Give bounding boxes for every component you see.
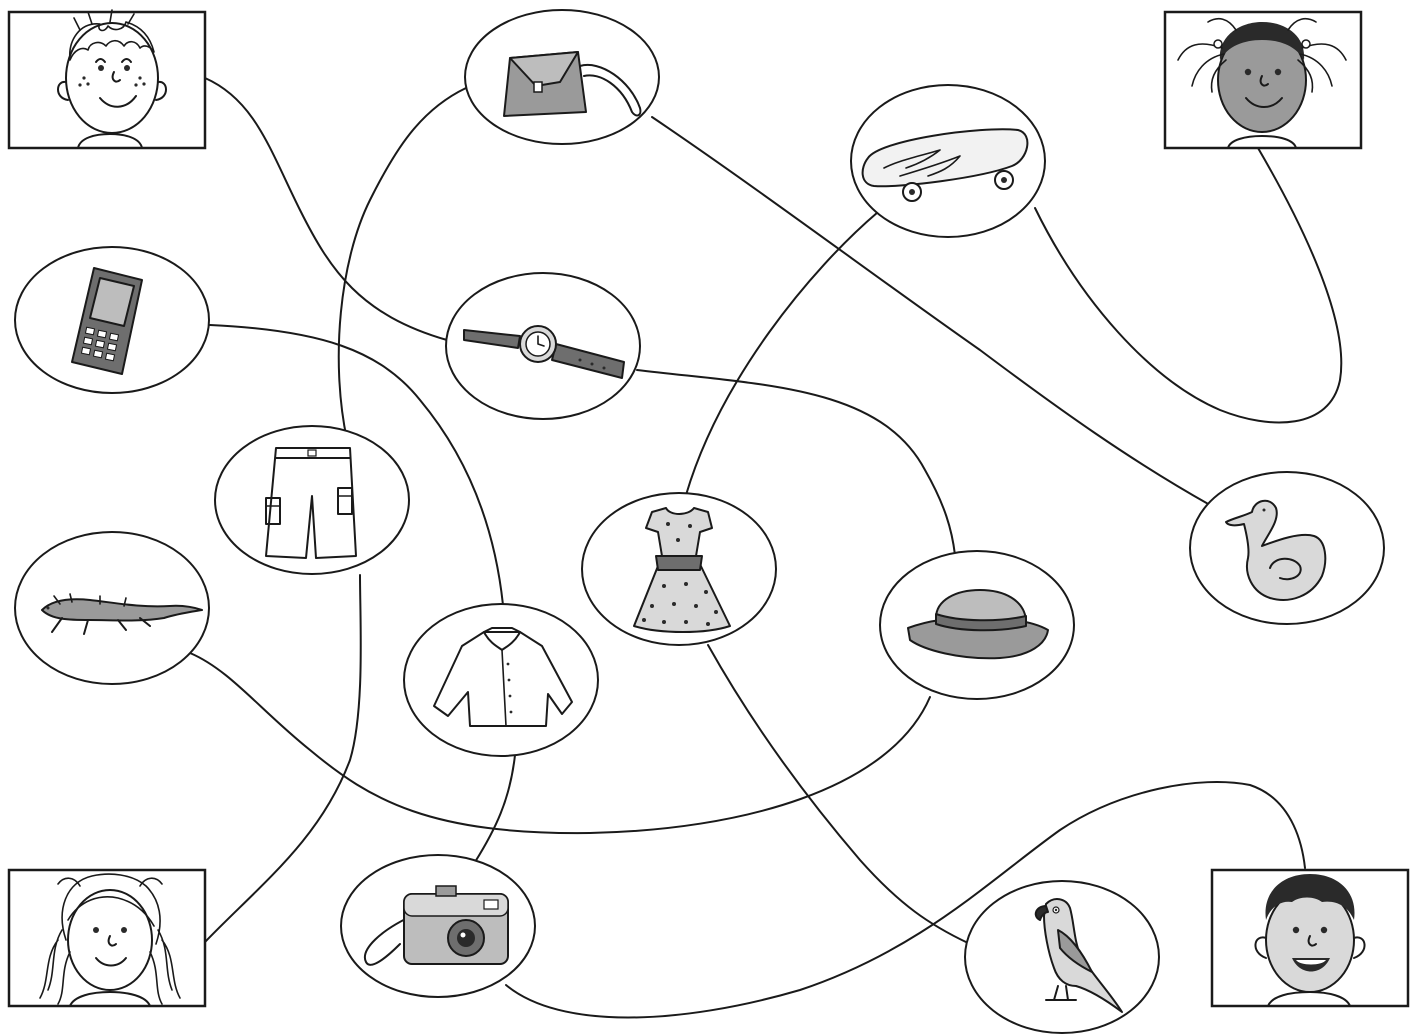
line-bag-to-duck xyxy=(651,116,1211,506)
line-camera-to-boy-dark-hair xyxy=(505,781,1306,1019)
line-dress-to-parrot xyxy=(707,644,969,944)
lizard-icon xyxy=(41,593,203,635)
item-bubble-camera xyxy=(340,854,536,998)
item-bubble-duck xyxy=(1189,471,1385,625)
child-frame-boy-freckles xyxy=(7,9,207,150)
line-phone-to-shirt xyxy=(209,324,504,606)
camera-icon xyxy=(363,885,509,966)
shirt-icon xyxy=(433,627,573,727)
handbag-icon xyxy=(503,51,642,117)
mobile-phone-icon xyxy=(71,267,143,375)
item-bubble-phone xyxy=(14,246,210,394)
wristwatch-icon xyxy=(463,325,625,379)
freckled-boy-face-icon xyxy=(57,9,167,149)
line-shorts-to-bag xyxy=(337,87,467,441)
line-girl-curly-to-shorts xyxy=(204,574,362,943)
item-bubble-lizard xyxy=(14,531,210,685)
item-bubble-parrot xyxy=(964,880,1160,1034)
item-bubble-watch xyxy=(445,272,641,420)
line-girl-braids-to-skateboard xyxy=(1034,147,1343,424)
item-bubble-shirt xyxy=(403,603,599,757)
shorts-icon xyxy=(265,447,357,559)
line-skateboard-to-dress xyxy=(685,211,879,496)
dark-haired-boy-face-icon xyxy=(1254,874,1366,1007)
line-boy-freckles-to-watch xyxy=(204,77,448,341)
toy-duck-icon xyxy=(1225,499,1327,601)
dress-icon xyxy=(633,507,731,633)
parrot-icon xyxy=(1034,898,1123,1013)
item-bubble-bag xyxy=(464,9,660,145)
skateboard-icon xyxy=(861,128,1029,202)
child-frame-girl-braids xyxy=(1163,10,1363,150)
item-bubble-shorts xyxy=(214,425,410,575)
hat-icon xyxy=(907,589,1049,660)
line-hat-to-lizard xyxy=(189,652,931,835)
child-frame-girl-curly xyxy=(7,868,207,1008)
curly-haired-girl-face-icon xyxy=(39,873,181,1007)
line-shirt-to-camera xyxy=(474,754,516,863)
item-bubble-skateboard xyxy=(850,84,1046,238)
girl-with-braids-face-icon xyxy=(1177,17,1347,149)
item-bubble-dress xyxy=(581,492,777,646)
line-watch-to-hat xyxy=(636,369,956,556)
item-bubble-hat xyxy=(879,550,1075,700)
connecting-lines xyxy=(189,77,1343,1019)
child-frame-boy-dark-hair xyxy=(1210,868,1410,1008)
